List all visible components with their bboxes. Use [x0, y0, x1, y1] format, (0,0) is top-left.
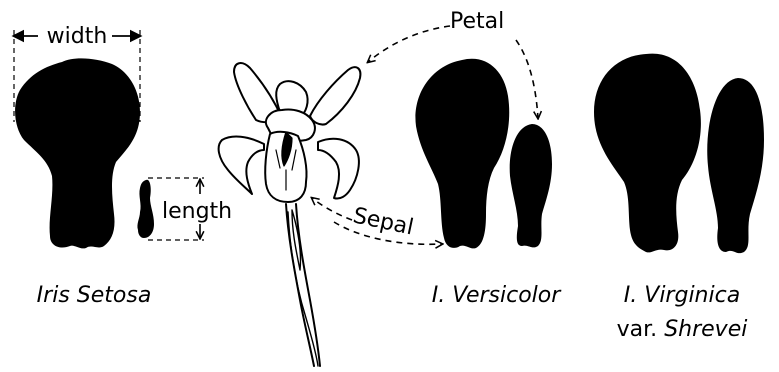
setosa-sepal-icon: [15, 58, 140, 248]
virginica-name: I. Virginica: [624, 283, 740, 308]
setosa-petal-icon: [137, 180, 154, 238]
versicolor-sepal-icon: [415, 59, 509, 249]
versicolor-group: I. Versicolor: [415, 59, 562, 308]
virginica-var-space: [657, 317, 664, 342]
sepal-label: Sepal: [351, 203, 416, 240]
virginica-var-name: Shrevei: [664, 317, 747, 342]
virginica-variety: var. Shrevei: [617, 317, 748, 342]
virginica-petal-icon: [707, 78, 764, 253]
setosa-group: width length Iris Setosa: [14, 24, 246, 308]
sepal-arrow-left: [312, 198, 352, 220]
petal-arrow-left: [368, 26, 450, 62]
setosa-name: Iris Setosa: [37, 283, 152, 308]
width-label: width: [47, 24, 108, 49]
versicolor-name: I. Versicolor: [432, 283, 563, 308]
virginica-sepal-icon: [594, 54, 701, 253]
length-label: length: [162, 199, 232, 224]
petal-arrow-down: [516, 40, 538, 118]
versicolor-petal-icon: [510, 124, 552, 247]
petal-label: Petal: [450, 9, 504, 34]
virginica-group: I. Virginica var. Shrevei: [594, 54, 764, 342]
virginica-var-prefix: var.: [617, 317, 658, 342]
